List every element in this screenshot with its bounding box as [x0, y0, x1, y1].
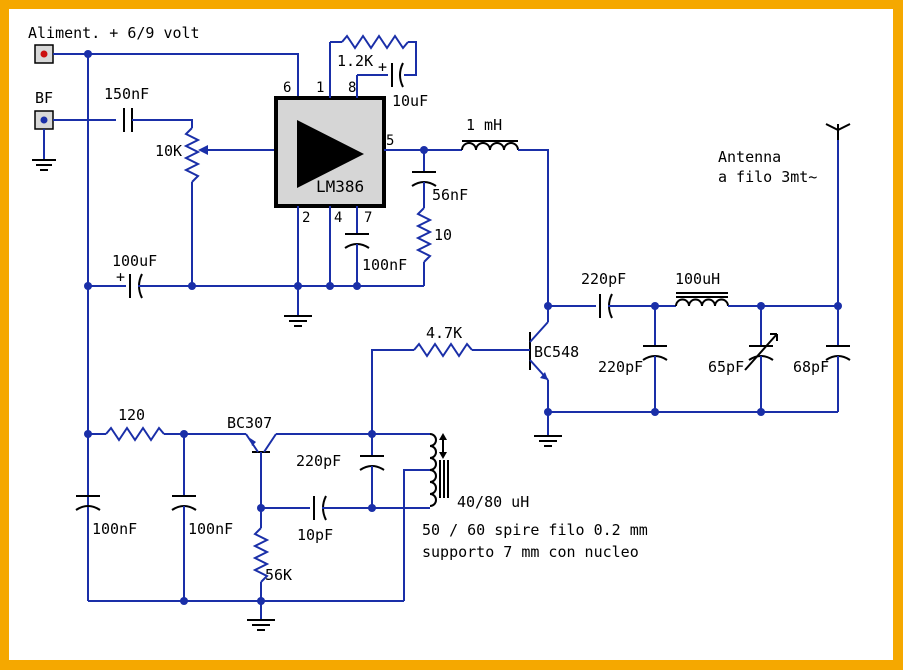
- pin2-label: 2: [302, 210, 310, 226]
- c220pf-osc-label: 220pF: [296, 452, 341, 470]
- coil-note-1: 50 / 60 spire filo 0.2 mm: [422, 521, 648, 539]
- ic-bottom-wiring: [297, 206, 370, 286]
- lower-decoupling: [75, 434, 404, 631]
- component-labels: Aliment. + 6/9 volt BF 150nF 10K 100uF +…: [28, 24, 829, 584]
- bc307-label: BC307: [227, 414, 272, 432]
- supply-label: Aliment. + 6/9 volt: [28, 24, 200, 42]
- bc548-ground: [534, 412, 562, 447]
- c100uf-label: 100uF: [112, 252, 157, 270]
- bf-input-wiring: [53, 108, 193, 132]
- bc307-transistor: [245, 433, 430, 508]
- r10-label: 10: [434, 226, 452, 244]
- r120-label: 120: [118, 406, 145, 424]
- ic-label: LM386: [316, 177, 364, 196]
- oscillator-wiring: [88, 426, 246, 442]
- c56nf-label: 56nF: [432, 186, 468, 204]
- bf-label: BF: [35, 89, 53, 107]
- antenna-icon: [825, 123, 851, 306]
- c68pf-label: 68pF: [793, 358, 829, 376]
- coil-label: 40/80 uH: [457, 493, 529, 511]
- r56k-label: 56K: [265, 566, 292, 584]
- c65pf-label: 65pF: [708, 358, 744, 376]
- r1k2-label: 1.2K: [337, 52, 373, 70]
- l1mh-label: 1 mH: [466, 116, 502, 134]
- bf-terminal: [34, 110, 54, 130]
- supply-terminal: [34, 44, 54, 64]
- c10uf-label: 10uF: [392, 92, 428, 110]
- r4k7-label: 4.7K: [426, 324, 462, 342]
- lm386-ic: [274, 96, 386, 208]
- potentiometer-10k: [183, 127, 276, 286]
- c150nf-label: 150nF: [104, 85, 149, 103]
- circuit-diagram: Aliment. + 6/9 volt BF 150nF 10K 100uF +…: [28, 24, 851, 631]
- pot10k-label: 10K: [155, 142, 182, 160]
- c100nf-ic-label: 100nF: [362, 256, 407, 274]
- c10uf-plus: +: [378, 58, 387, 76]
- output-filter: [548, 292, 851, 413]
- pin1-label: 1: [316, 80, 324, 96]
- c100nf-a-label: 100nF: [92, 520, 137, 538]
- ic-output-wiring: [384, 140, 549, 306]
- ic-ground-rail: [88, 273, 424, 327]
- c220pf-mid-label: 220pF: [598, 358, 643, 376]
- c100uf-plus: +: [116, 268, 125, 286]
- pin4-label: 4: [334, 210, 342, 226]
- c10pf-label: 10pF: [297, 526, 333, 544]
- junction-dots: [84, 50, 842, 605]
- antenna-label-2: a filo 3mt~: [718, 168, 817, 186]
- schematic-canvas: Aliment. + 6/9 volt BF 150nF 10K 100uF +…: [9, 9, 893, 660]
- pin6-label: 6: [283, 80, 291, 96]
- pin7-label: 7: [364, 210, 372, 226]
- bf-ground-icon: [32, 129, 56, 171]
- antenna-label-1: Antenna: [718, 148, 781, 166]
- c220pf-top-label: 220pF: [581, 270, 626, 288]
- ic-top-wiring: [329, 34, 417, 98]
- c100nf-b-label: 100nF: [188, 520, 233, 538]
- supply-wires: [53, 53, 299, 601]
- pin8-label: 8: [348, 80, 356, 96]
- bc548-label: BC548: [534, 343, 579, 361]
- l100uh-label: 100uH: [675, 270, 720, 288]
- pin5-label: 5: [386, 133, 394, 149]
- coil-note-2: supporto 7 mm con nucleo: [422, 543, 639, 561]
- bc548-base-wiring: [371, 342, 530, 434]
